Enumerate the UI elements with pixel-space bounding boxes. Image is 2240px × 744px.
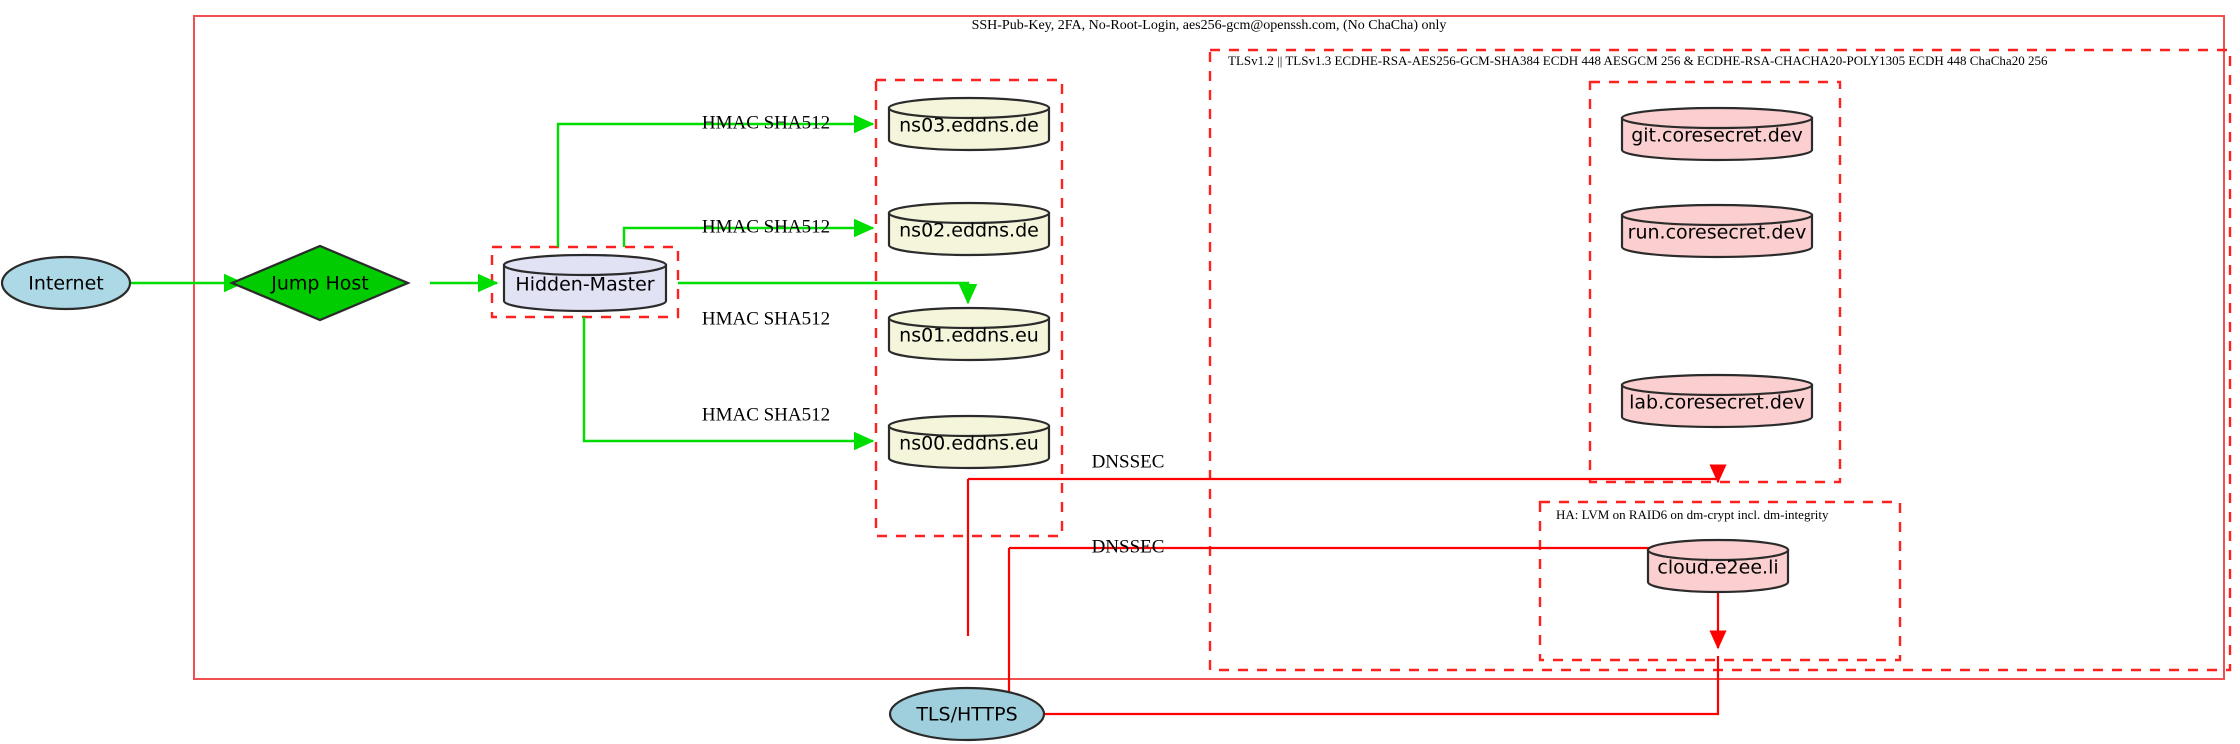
- run-coresecret-label: run.coresecret.dev: [1628, 222, 1807, 244]
- node-ns02[interactable]: ns02.eddns.de: [887, 201, 1051, 257]
- ha-cluster-boundary: [1538, 500, 1902, 662]
- node-lab-coresecret[interactable]: lab.coresecret.dev: [1620, 373, 1814, 429]
- edge-hiddenmaster-to-ns03: [556, 114, 875, 247]
- internet-label: Internet: [28, 273, 103, 295]
- run-coresecret-top: [1620, 203, 1814, 227]
- node-run-coresecret[interactable]: run.coresecret.dev: [1620, 203, 1814, 259]
- edge-label-hmac-ns03: HMAC SHA512: [702, 112, 830, 133]
- edge-hiddenmaster-to-ns00: [582, 317, 875, 451]
- node-jump-host[interactable]: Jump Host: [229, 244, 411, 322]
- tls-cluster-boundary: [1208, 48, 2232, 672]
- edge-dnssec-lower-route: [1009, 546, 1727, 650]
- node-tls-https[interactable]: TLS/HTTPS: [888, 686, 1046, 742]
- ns02-top: [887, 201, 1051, 225]
- edge-hiddenmaster-to-ns01: [678, 281, 978, 305]
- cloud-e2ee-label: cloud.e2ee.li: [1657, 557, 1778, 579]
- node-ns01[interactable]: ns01.eddns.eu: [887, 306, 1051, 362]
- node-internet[interactable]: Internet: [0, 255, 132, 311]
- git-coresecret-top: [1620, 106, 1814, 130]
- edge-label-dnssec-lower: DNSSEC: [1092, 536, 1165, 557]
- ns03-body[interactable]: [887, 106, 1051, 152]
- ns00-top: [887, 414, 1051, 438]
- node-ns00[interactable]: ns00.eddns.eu: [887, 414, 1051, 470]
- ha-storage-label: HA: LVM on RAID6 on dm-crypt incl. dm-in…: [1556, 507, 1829, 522]
- node-hidden-master[interactable]: Hidden-Master: [502, 253, 668, 313]
- ssh-policy-label: SSH-Pub-Key, 2FA, No-Root-Login, aes256-…: [972, 18, 1447, 33]
- node-git-coresecret[interactable]: git.coresecret.dev: [1620, 106, 1814, 162]
- ns01-body[interactable]: [887, 316, 1051, 362]
- hidden-master-top: [502, 253, 668, 277]
- lab-coresecret-body[interactable]: [1620, 383, 1814, 429]
- edge-label-hmac-ns00: HMAC SHA512: [702, 404, 830, 425]
- git-coresecret-body[interactable]: [1620, 116, 1814, 162]
- node-cloud-e2ee[interactable]: cloud.e2ee.li: [1646, 538, 1790, 594]
- edge-label-hmac-ns01: HMAC SHA512: [702, 308, 830, 329]
- tls-https-ellipse[interactable]: [888, 686, 1046, 742]
- hidden-master-label: Hidden-Master: [515, 274, 654, 296]
- cloud-e2ee-top: [1646, 538, 1790, 562]
- ns00-body[interactable]: [887, 424, 1051, 470]
- lab-coresecret-label: lab.coresecret.dev: [1629, 392, 1805, 414]
- run-coresecret-body[interactable]: [1620, 213, 1814, 259]
- git-coresecret-label: git.coresecret.dev: [1631, 125, 1803, 147]
- internet-ellipse[interactable]: [0, 255, 132, 311]
- ns00-label: ns00.eddns.eu: [899, 433, 1039, 455]
- ns02-body[interactable]: [887, 211, 1051, 257]
- jump-host-label: Jump Host: [270, 273, 369, 295]
- outer-security-boundary: [193, 15, 2225, 680]
- tls-cipher-label: TLSv1.2 || TLSv1.3 ECDHE-RSA-AES256-GCM-…: [1228, 53, 2048, 68]
- edge-label-hmac-ns02: HMAC SHA512: [702, 216, 830, 237]
- edge-tlshttps-to-cloud: [1044, 656, 1720, 716]
- edge-label-dnssec-upper: DNSSEC: [1092, 451, 1165, 472]
- tls-https-label: TLS/HTTPS: [915, 704, 1017, 726]
- ns02-label: ns02.eddns.de: [899, 220, 1039, 242]
- ns01-label: ns01.eddns.eu: [899, 325, 1039, 347]
- edge-hiddenmaster-to-ns02: [622, 218, 875, 247]
- node-ns03[interactable]: ns03.eddns.de: [887, 96, 1051, 152]
- ns03-label: ns03.eddns.de: [899, 115, 1039, 137]
- ns03-top: [887, 96, 1051, 120]
- ns01-top: [887, 306, 1051, 330]
- lab-coresecret-top: [1620, 373, 1814, 397]
- edge-dnssec-upper-route: [968, 464, 1727, 484]
- hidden-master-body[interactable]: [502, 263, 668, 313]
- cloud-e2ee-body[interactable]: [1646, 548, 1790, 594]
- jump-host-diamond[interactable]: [229, 244, 411, 322]
